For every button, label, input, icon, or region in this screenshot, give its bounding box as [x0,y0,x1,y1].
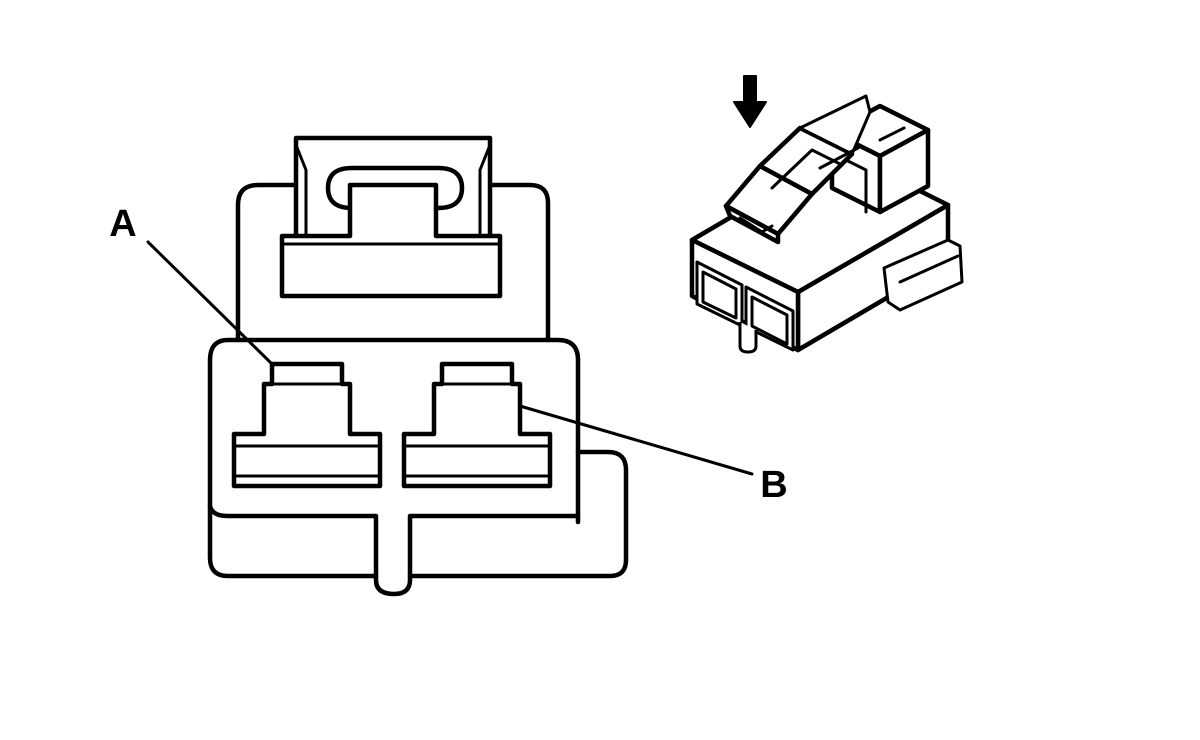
leader-line-b [518,404,754,476]
callout-label-b: B [760,464,787,506]
connector-isometric-view [689,75,964,354]
connector-face-view: A B [109,135,788,597]
locking-latch [279,135,503,299]
leader-line-a [146,240,274,366]
terminal-cavity-a [231,361,383,489]
arrow-down-icon [733,75,767,128]
callout-label-a: A [109,203,136,245]
terminal-cavity-b [401,361,553,489]
